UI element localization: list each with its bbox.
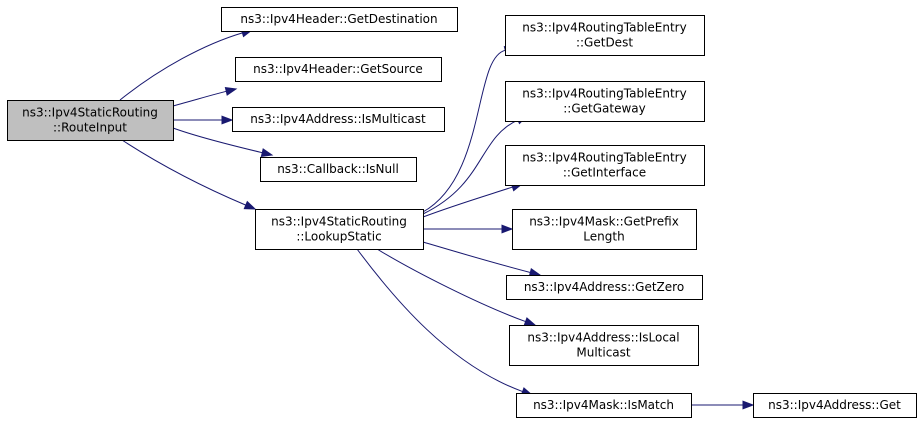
node-box [516,393,692,418]
node-box [505,15,705,56]
node-label: Length [583,230,624,244]
node-label: ns3::Ipv4RoutingTableEntry [522,87,686,101]
node-get-destination[interactable]: ns3::Ipv4Header::GetDestination [221,7,458,32]
edge-line [172,90,227,107]
edge-is-match-to-address-get [691,400,755,410]
node-label: ns3::Ipv4Address::IsLocal [527,331,679,345]
arrow-head-icon [224,87,238,96]
node-box [509,325,699,366]
arrow-head-icon [742,400,755,410]
node-label: ns3::Ipv4Header::GetSource [253,62,423,76]
node-label: ns3::Callback::IsNull [277,162,399,176]
arrow-head-icon [501,224,514,234]
node-label: ns3::Ipv4Address::IsMulticast [250,112,426,126]
node-box [506,275,703,300]
edge-line [422,241,531,273]
call-nodes: ns3::Ipv4StaticRouting::RouteInputns3::I… [7,7,917,418]
edge-lookup-static-to-get-prefix-length [422,224,514,234]
node-label: ::GetInterface [563,166,646,180]
node-label: ns3::Ipv4StaticRouting [271,215,407,229]
node-get-interface[interactable]: ns3::Ipv4RoutingTableEntry::GetInterface [505,145,705,186]
edge-lookup-static-to-get-interface [422,182,524,218]
edge-route-input-to-is-multicast [173,115,234,125]
edge-route-input-to-is-null [172,127,274,157]
node-label: Multicast [576,346,631,360]
node-label: ns3::Ipv4Mask::IsMatch [533,398,674,412]
node-box [232,107,445,132]
node-box [235,57,442,82]
edge-line [422,119,519,215]
node-label: ns3::Ipv4RoutingTableEntry [522,151,686,165]
node-label: ::GetDest [576,36,633,50]
node-box [512,209,697,250]
node-box [255,209,424,250]
node-label: ns3::Ipv4Address::Get [768,398,901,412]
node-get-zero[interactable]: ns3::Ipv4Address::GetZero [506,275,703,300]
node-box [7,100,174,141]
edge-line [172,127,263,154]
node-box [753,393,917,418]
node-get-dest[interactable]: ns3::Ipv4RoutingTableEntry::GetDest [505,15,705,56]
node-label: ns3::Ipv4Header::GetDestination [240,12,437,26]
edge-route-input-to-get-source [172,87,238,107]
node-is-match[interactable]: ns3::Ipv4Mask::IsMatch [516,393,692,418]
node-get-source[interactable]: ns3::Ipv4Header::GetSource [235,57,442,82]
node-label: ns3::Ipv4Address::GetZero [524,280,684,294]
node-label: ns3::Ipv4StaticRouting [22,106,158,120]
arrow-head-icon [260,148,274,157]
node-address-get[interactable]: ns3::Ipv4Address::Get [753,393,917,418]
arrow-head-icon [221,115,234,125]
node-is-null[interactable]: ns3::Callback::IsNull [260,157,417,182]
edge-lookup-static-to-get-zero [422,241,542,277]
edge-line [121,139,246,206]
node-box [221,7,458,32]
node-box [505,81,705,122]
node-box [505,145,705,186]
node-label: ::RouteInput [53,121,127,135]
node-label: ns3::Ipv4Mask::GetPrefix [529,215,679,229]
node-route-input: ns3::Ipv4StaticRouting::RouteInput [7,100,174,141]
edge-line [422,49,506,213]
arrow-head-icon [243,200,257,210]
edge-route-input-to-lookup-static [121,139,257,210]
edge-line [356,248,523,393]
node-label: ::LookupStatic [296,230,381,244]
node-get-gateway[interactable]: ns3::Ipv4RoutingTableEntry::GetGateway [505,81,705,122]
arrow-head-icon [523,317,537,326]
node-label: ::GetGateway [563,102,645,116]
edge-line [376,248,526,323]
node-box [260,157,417,182]
edge-line [119,32,243,101]
edge-lookup-static-to-is-match [356,248,534,396]
node-label: ns3::Ipv4RoutingTableEntry [522,21,686,35]
edge-line [422,186,513,218]
node-is-multicast[interactable]: ns3::Ipv4Address::IsMulticast [232,107,445,132]
node-lookup-static[interactable]: ns3::Ipv4StaticRouting::LookupStatic [255,209,424,250]
